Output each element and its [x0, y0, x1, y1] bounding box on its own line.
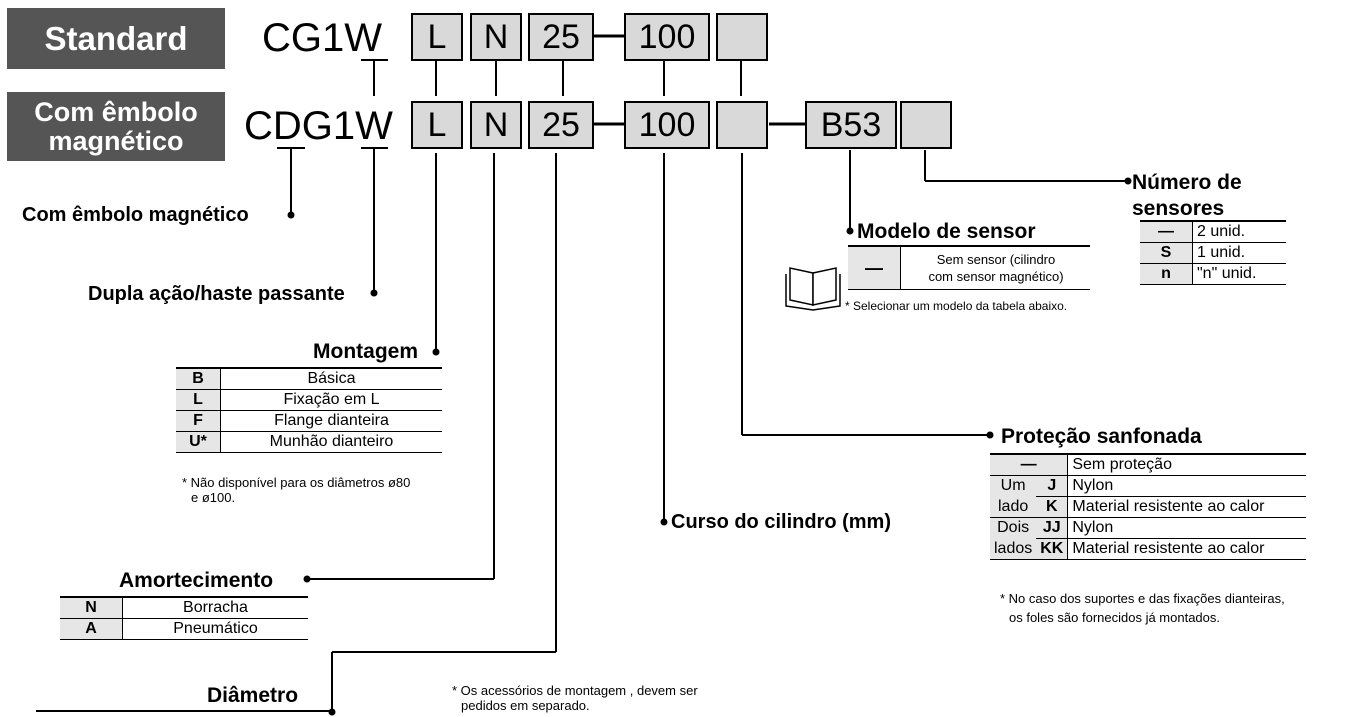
sensor-code-box: B53 [805, 101, 897, 149]
table-cell: Material resistente ao calor [1067, 538, 1306, 560]
callout-stroke: Curso do cilindro (mm) [671, 511, 891, 533]
callout-magnetic: Com êmbolo magnético [22, 204, 249, 226]
bore-code-box: 25 [528, 13, 594, 61]
boot-code-box [716, 13, 768, 61]
sensor-title: Modelo de sensor [857, 220, 1036, 243]
table-cell: Dois [990, 517, 1037, 539]
table-cell: lados [990, 538, 1037, 560]
sensor-desc: Sem sensor (cilindro com sensor magnétic… [928, 252, 1064, 284]
protecao-table: — Sem proteção Um J Nylon lado K Materia… [990, 453, 1306, 560]
diametro-table-top [36, 710, 334, 712]
model-magnetic: CDG1W [244, 104, 393, 148]
table-cell: — [1140, 221, 1193, 243]
protecao-note: * No caso dos suportes e das fixações di… [1000, 591, 1285, 625]
magnetic-label: Com êmbolo magnético [7, 92, 225, 161]
mount-code-box: L [411, 13, 463, 61]
table-cell: Borracha [122, 597, 308, 619]
table-cell: n [1140, 263, 1193, 285]
boot-code-box-2 [716, 101, 768, 149]
sensor-qty-box [900, 101, 952, 149]
table-cell: L [176, 389, 221, 411]
table-cell: JJ [1036, 517, 1069, 539]
table-cell: N [60, 597, 123, 619]
table-cell: — [990, 454, 1069, 476]
table-cell: Nylon [1067, 475, 1306, 497]
standard-label: Standard [7, 8, 225, 69]
diametro-title: Diâmetro [207, 684, 299, 707]
cushion-code-box-2: N [470, 101, 522, 149]
table-cell: "n" unid. [1192, 263, 1286, 285]
table-cell: B [176, 368, 221, 390]
cushion-code-box: N [470, 13, 522, 61]
table-cell: Um [990, 475, 1037, 497]
montagem-note: * Não disponível para os diâmetros ø80 e… [182, 475, 411, 505]
accessory-note: * Os acessórios de montagem , devem ser … [452, 683, 698, 713]
table-cell: S [1140, 242, 1193, 264]
table-cell: Nylon [1067, 517, 1306, 539]
model-standard: CG1W [262, 16, 382, 60]
table-cell: lado [990, 496, 1037, 518]
sensor-code: — [848, 247, 901, 289]
table-cell: A [60, 618, 123, 640]
montagem-title: Montagem [313, 340, 418, 363]
book-icon [785, 267, 841, 311]
table-cell: 2 unid. [1192, 221, 1286, 243]
sensor-table: — Sem sensor (cilindro com sensor magnét… [848, 245, 1090, 290]
table-cell: Básica [220, 368, 442, 390]
table-cell: U* [176, 431, 221, 453]
table-cell: Pneumático [122, 618, 308, 640]
table-cell: 1 unid. [1192, 242, 1286, 264]
num-sensores-title: Número de sensores [1132, 171, 1242, 220]
table-cell: Sem proteção [1067, 454, 1306, 476]
table-cell: F [176, 410, 221, 432]
table-cell: KK [1036, 538, 1069, 560]
table-cell: Flange dianteira [220, 410, 442, 432]
sensor-note: * Selecionar um modelo da tabela abaixo. [845, 299, 1068, 313]
table-cell: K [1036, 496, 1069, 518]
table-cell: Munhão dianteiro [220, 431, 442, 453]
callout-double-action: Dupla ação/haste passante [88, 283, 345, 305]
protecao-title: Proteção sanfonada [1001, 425, 1202, 448]
stroke-code-box: 100 [624, 13, 710, 61]
mount-code-box-2: L [411, 101, 463, 149]
table-cell: Material resistente ao calor [1067, 496, 1306, 518]
bore-code-box-2: 25 [528, 101, 594, 149]
amortecimento-title: Amortecimento [119, 569, 274, 592]
table-cell: Fixação em L [220, 389, 442, 411]
table-cell: J [1036, 475, 1069, 497]
stroke-code-box-2: 100 [624, 101, 710, 149]
